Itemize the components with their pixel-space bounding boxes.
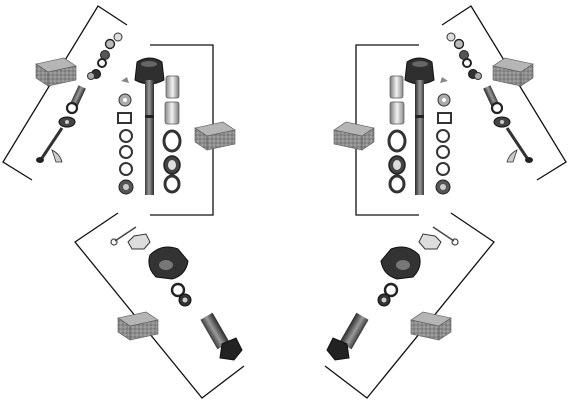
kingpin-kit-exploded-diagram: [1, 4, 568, 400]
diagram-canvas: [1, 4, 568, 400]
